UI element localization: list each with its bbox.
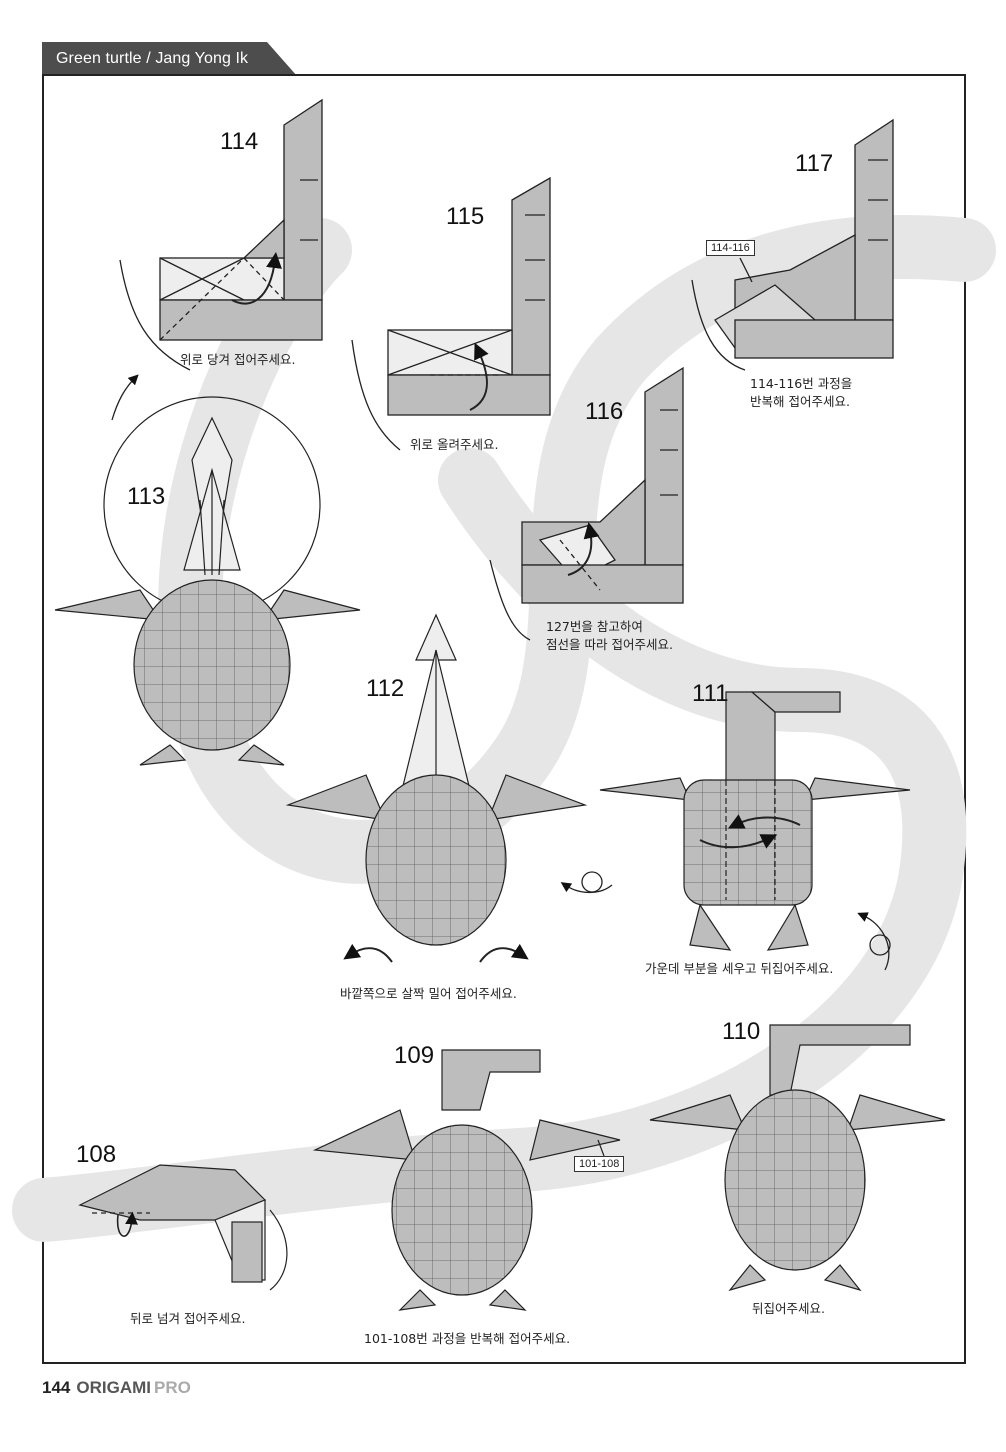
caption-116: 127번을 참고하여 점선을 따라 접어주세요.	[546, 618, 673, 654]
caption-116-line2: 점선을 따라 접어주세요.	[546, 637, 673, 652]
caption-114: 위로 당겨 접어주세요.	[180, 352, 296, 367]
step-112-diagram	[285, 613, 588, 963]
step-number-109: 109	[394, 1042, 435, 1069]
step-111-diagram	[599, 691, 911, 951]
turn-over-arrow-right	[857, 912, 891, 971]
transition-arrow	[111, 374, 139, 421]
caption-109: 101-108번 과정을 반복해 접어주세요.	[364, 1331, 571, 1346]
step-number-114: 114	[220, 128, 259, 155]
caption-112: 바깥쪽으로 살짝 밀어 접어주세요.	[340, 986, 517, 1001]
step-109-diagram	[312, 1049, 621, 1311]
step-number-110: 110	[722, 1018, 761, 1045]
background-swirl	[12, 215, 996, 1242]
caption-117-line1: 114-116번 과정을	[750, 376, 853, 391]
step-number-108: 108	[76, 1141, 117, 1168]
step-116-diagram	[489, 366, 684, 641]
step-114-diagram	[119, 98, 323, 371]
brand-suffix: PRO	[153, 1378, 191, 1397]
caption-117: 114-116번 과정을 반복해 접어주세요.	[750, 375, 852, 411]
caption-117-line2: 반복해 접어주세요.	[750, 394, 850, 409]
header-tab: Green turtle / Jang Yong Ik	[42, 42, 297, 76]
step-number-115: 115	[446, 203, 485, 230]
caption-115: 위로 올려주세요.	[410, 437, 499, 452]
caption-108: 뒤로 넘겨 접어주세요.	[130, 1311, 246, 1326]
brand-name: ORIGAMI	[76, 1378, 151, 1397]
step-113-diagram	[54, 396, 361, 766]
caption-116-line1: 127번을 참고하여	[546, 619, 643, 634]
step-number-111: 111	[692, 680, 729, 707]
reference-box-114-116: 114-116	[706, 240, 755, 256]
step-number-112: 112	[366, 675, 405, 702]
turn-over-arrow-left	[560, 871, 613, 894]
caption-111: 가운데 부분을 세우고 뒤집어주세요.	[645, 961, 834, 976]
caption-110: 뒤집어주세요.	[752, 1301, 825, 1316]
step-115-diagram	[351, 176, 551, 451]
step-number-117: 117	[795, 150, 834, 177]
page-title: Green turtle / Jang Yong Ik	[56, 50, 249, 67]
step-117-diagram	[691, 118, 894, 371]
step-110-diagram	[649, 1024, 946, 1292]
reference-box-101-108: 101-108	[574, 1156, 625, 1172]
step-108-diagram	[78, 1164, 288, 1291]
header-tab-shape	[42, 42, 297, 76]
step-number-116: 116	[585, 398, 624, 425]
page-number: 144	[42, 1378, 71, 1397]
step-number-113: 113	[127, 483, 166, 510]
diagram-frame	[42, 74, 966, 1364]
